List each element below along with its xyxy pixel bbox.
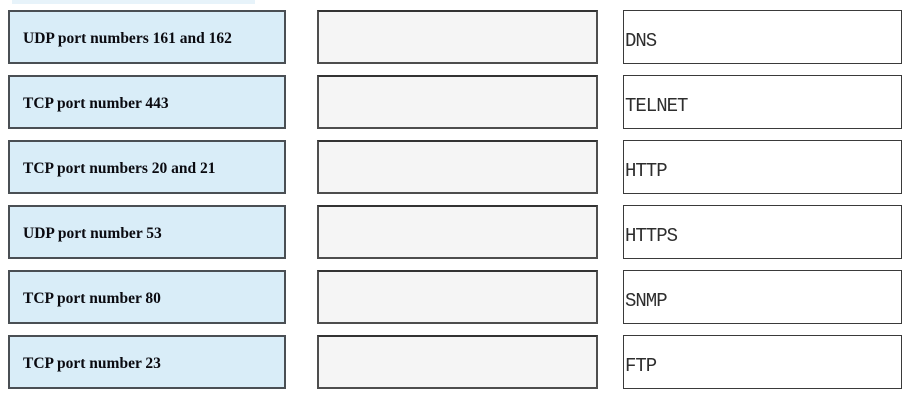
protocol-label-http: HTTP: [623, 140, 902, 194]
protocol-label-snmp: SNMP: [623, 270, 902, 324]
drag-item-udp-53[interactable]: UDP port number 53: [8, 205, 286, 259]
drag-item-udp-161-162[interactable]: UDP port numbers 161 and 162: [8, 10, 286, 64]
drag-item-tcp-20-21[interactable]: TCP port numbers 20 and 21: [8, 140, 286, 194]
drop-slots-column: [317, 10, 598, 389]
protocol-label-telnet: TELNET: [623, 75, 902, 129]
protocol-labels-column: DNS TELNET HTTP HTTPS SNMP FTP: [623, 10, 902, 389]
drop-slot-for-https[interactable]: [317, 205, 598, 259]
drop-slot-for-snmp[interactable]: [317, 270, 598, 324]
protocol-label-https: HTTPS: [623, 205, 902, 259]
cropped-box-artifact: [12, 0, 255, 4]
drag-item-tcp-23[interactable]: TCP port number 23: [8, 335, 286, 389]
drop-slot-for-dns[interactable]: [317, 10, 598, 64]
drop-slot-for-http[interactable]: [317, 140, 598, 194]
drop-slot-for-telnet[interactable]: [317, 75, 598, 129]
drag-item-tcp-80[interactable]: TCP port number 80: [8, 270, 286, 324]
protocol-label-ftp: FTP: [623, 335, 902, 389]
drop-slot-for-ftp[interactable]: [317, 335, 598, 389]
drag-items-column: UDP port numbers 161 and 162 TCP port nu…: [8, 10, 286, 389]
protocol-label-dns: DNS: [623, 10, 902, 64]
drag-item-tcp-443[interactable]: TCP port number 443: [8, 75, 286, 129]
